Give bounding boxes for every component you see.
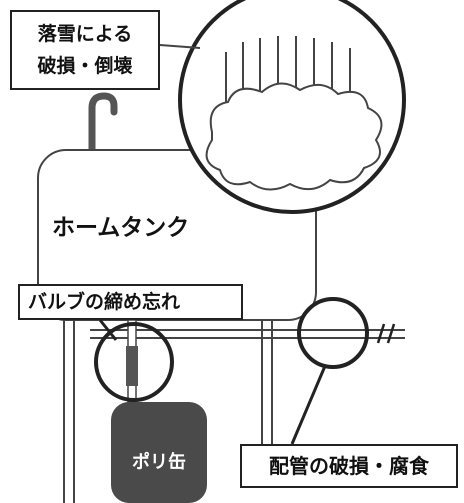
vent-pipe	[88, 92, 118, 154]
valve-callout-circle	[94, 322, 174, 402]
pipe-callout-circle	[297, 297, 369, 369]
pipe-break-mark-1	[376, 323, 386, 344]
pipe-damage-label: 配管の破損・腐食	[240, 444, 458, 488]
valve	[126, 346, 138, 386]
connector-valve	[98, 319, 118, 341]
home-tank-label: ホームタンク	[52, 215, 190, 241]
snow-damage-line-2: 破損・倒壊	[37, 55, 133, 77]
pipe-break-mark-2	[386, 323, 396, 344]
connector-pipe	[290, 365, 327, 445]
snow-damage-label: 落雪による 破損・倒壊	[10, 10, 160, 90]
poly-can	[111, 402, 207, 503]
snow-pile-cloud	[205, 82, 383, 191]
valve-label: バルブの締め忘れ	[18, 284, 243, 320]
poly-can-label: ポリ缶	[132, 452, 186, 473]
snow-damage-line-1: 落雪による	[37, 23, 133, 45]
connector-snow	[159, 44, 201, 49]
